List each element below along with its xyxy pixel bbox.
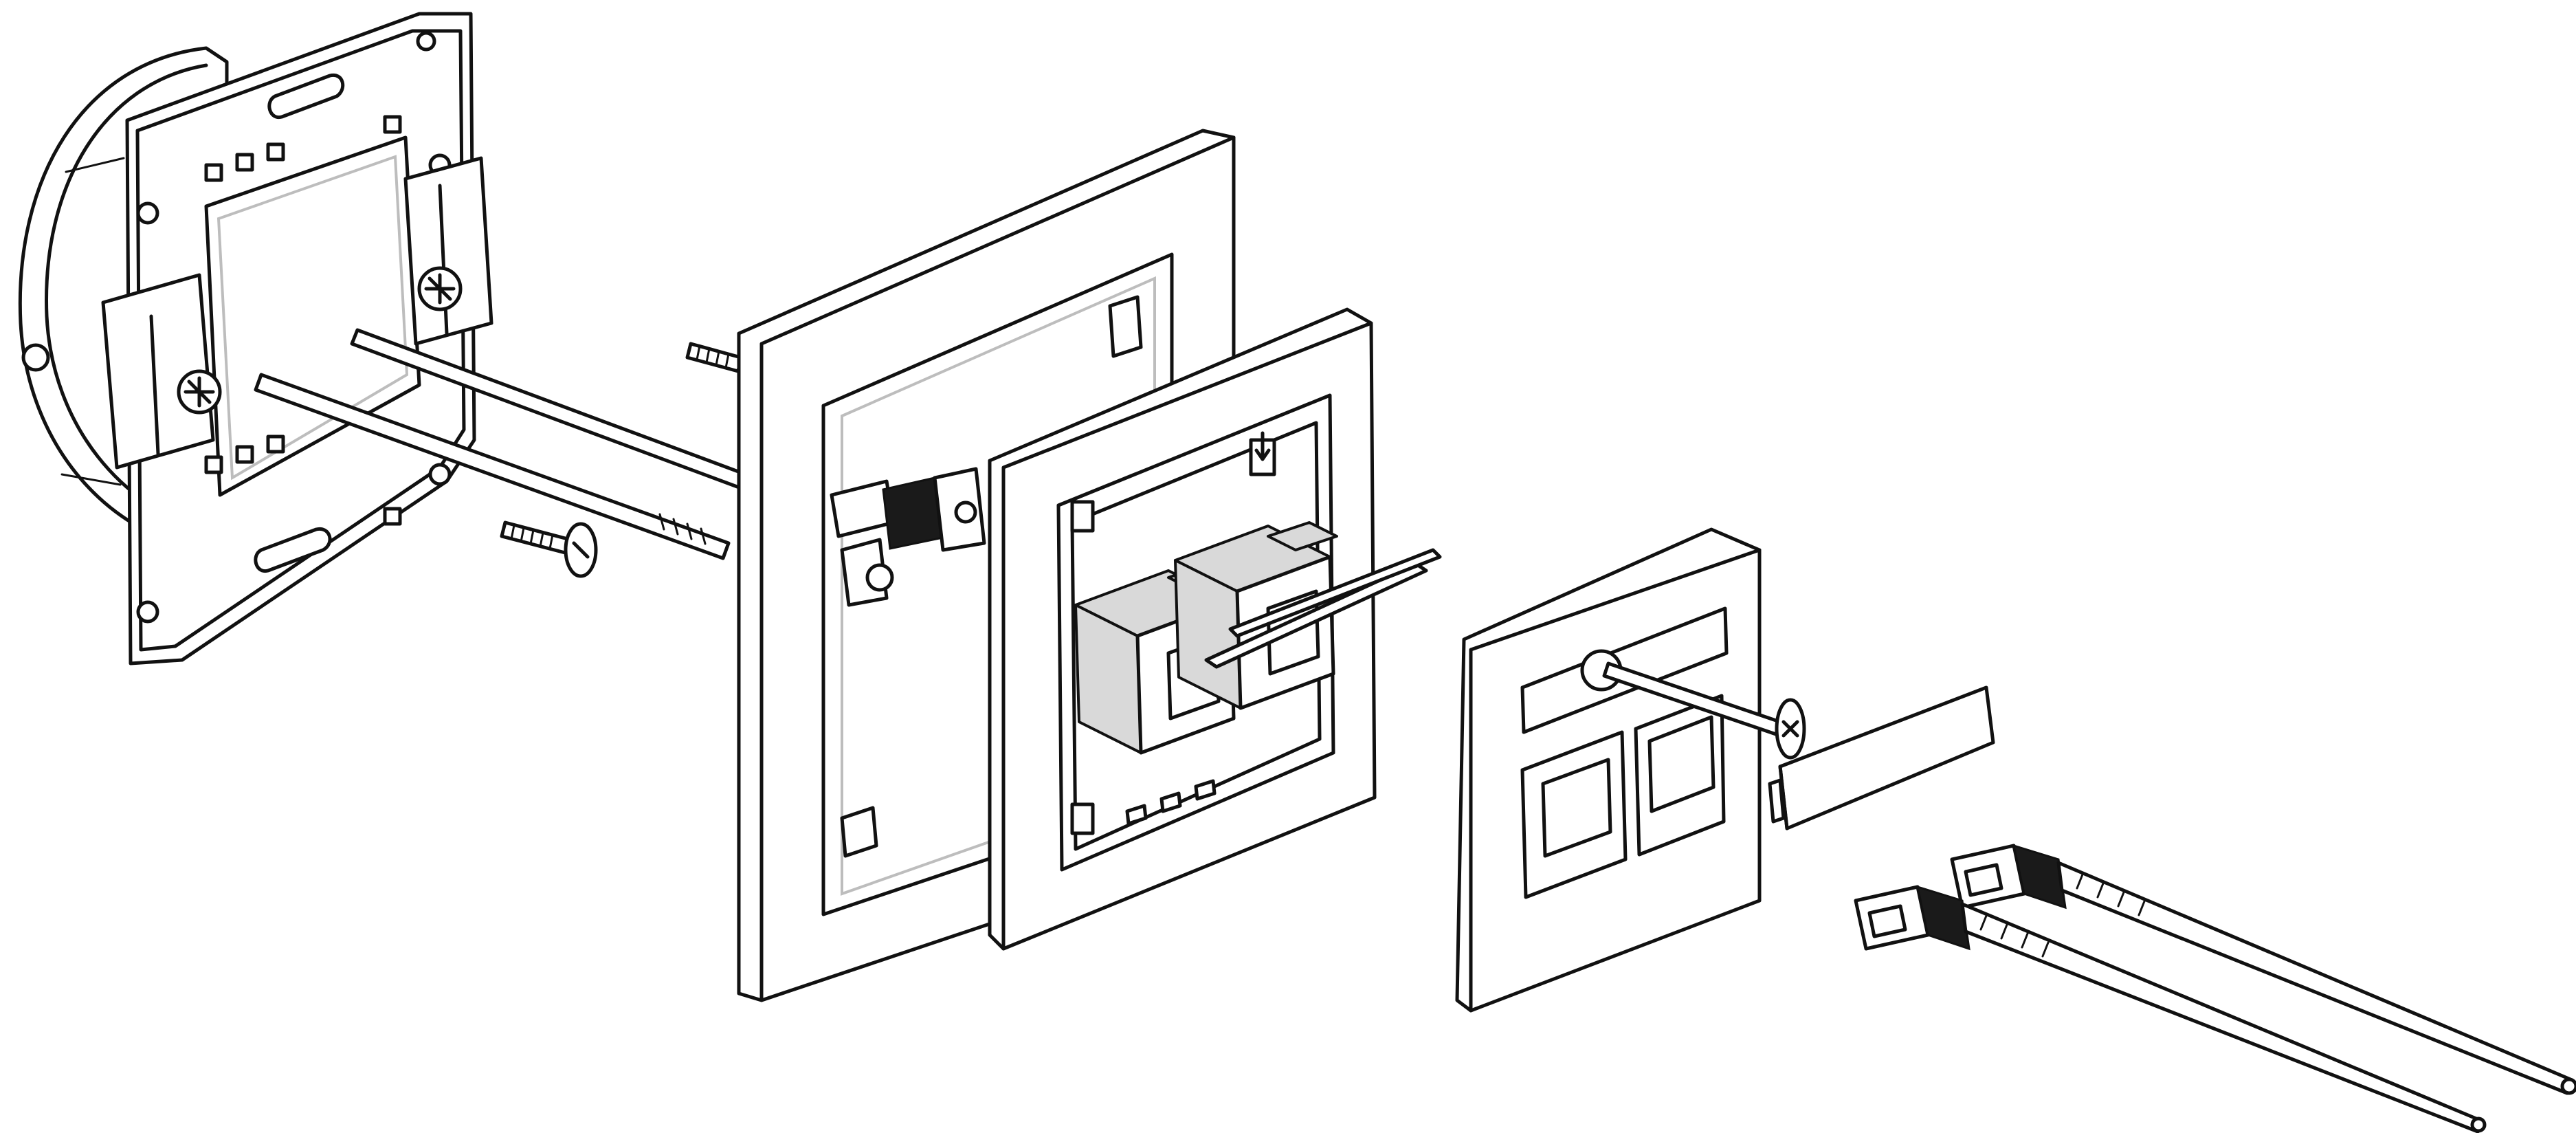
short-screws xyxy=(500,342,743,578)
face-plate xyxy=(1455,527,1762,1013)
claw-screw-right xyxy=(417,266,463,311)
patch-cord-lower xyxy=(1854,885,2487,1133)
support-frame xyxy=(101,12,493,666)
patch-cords xyxy=(1854,844,2576,1133)
patch-cord-upper xyxy=(1950,844,2576,1095)
center-screw xyxy=(1602,661,1806,760)
claw-screw-left xyxy=(177,369,222,415)
label-strip xyxy=(1768,685,1995,830)
long-screws xyxy=(254,328,748,560)
keystone-jack-back xyxy=(830,467,986,607)
keystone-modules xyxy=(1074,521,1442,755)
